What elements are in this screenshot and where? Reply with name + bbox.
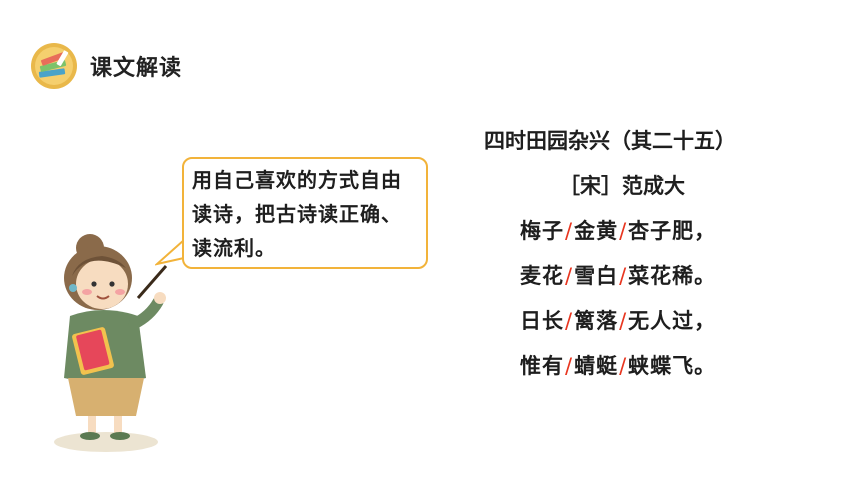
- pause-slash: /: [619, 354, 628, 378]
- pause-slash: /: [565, 309, 574, 333]
- poem-title: 四时田园杂兴（其二十五）: [484, 129, 736, 153]
- pause-slash: /: [565, 219, 574, 243]
- section-header: 课文解读: [30, 40, 182, 92]
- poem-lines: 梅子/金黄/杏子肥， 麦花/雪白/菜花稀。 日长/篱落/无人过， 惟有/蜻蜓/蛱…: [480, 210, 740, 390]
- poem: 四时田园杂兴（其二十五） ［宋］范成大 梅子/金黄/杏子肥， 麦花/雪白/菜花稀…: [450, 124, 770, 390]
- poem-line: 梅子/金黄/杏子肥，: [520, 219, 717, 243]
- speech-bubble: 用自己喜欢的方式自由读诗，把古诗读正确、读流利。: [182, 157, 428, 269]
- page-title: 课文解读: [90, 56, 183, 81]
- speech-bubble-text: 用自己喜欢的方式自由读诗，把古诗读正确、读流利。: [192, 168, 402, 260]
- books-icon: [31, 43, 77, 89]
- poem-author: ［宋］范成大: [559, 174, 685, 198]
- pause-slash: /: [619, 264, 628, 288]
- poem-line: 日长/篱落/无人过，: [520, 309, 717, 333]
- pause-slash: /: [565, 354, 574, 378]
- teacher-illustration: [54, 234, 168, 452]
- pause-slash: /: [619, 219, 628, 243]
- pause-slash: /: [619, 309, 628, 333]
- poem-line: 麦花/雪白/菜花稀。: [520, 264, 717, 288]
- pause-slash: /: [565, 264, 574, 288]
- poem-line: 惟有/蜻蜓/蛱蝶飞。: [520, 354, 717, 378]
